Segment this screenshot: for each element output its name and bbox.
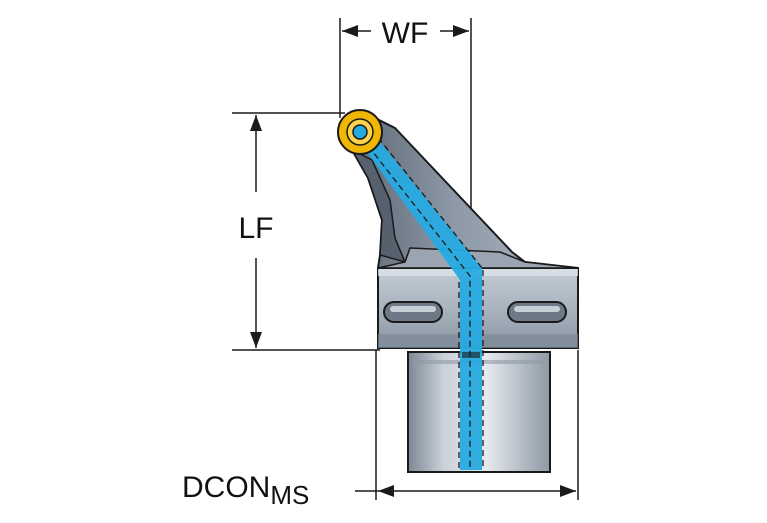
dcon-subscript: MS (270, 480, 309, 510)
wf-label: WF (382, 17, 429, 50)
dimension-wf: WF (342, 17, 469, 50)
oval-slot-left (383, 301, 443, 323)
dimension-lf: LF (238, 115, 274, 348)
round-insert (337, 109, 383, 155)
coolant-channel (358, 129, 484, 470)
dimension-dconms: DCONMS (182, 471, 576, 510)
lf-label: LF (238, 212, 273, 245)
oval-slot-right (507, 301, 567, 323)
tool-arm (350, 117, 579, 269)
dcon-label: DCONMS (182, 471, 309, 510)
dcon-main: DCON (182, 471, 270, 504)
